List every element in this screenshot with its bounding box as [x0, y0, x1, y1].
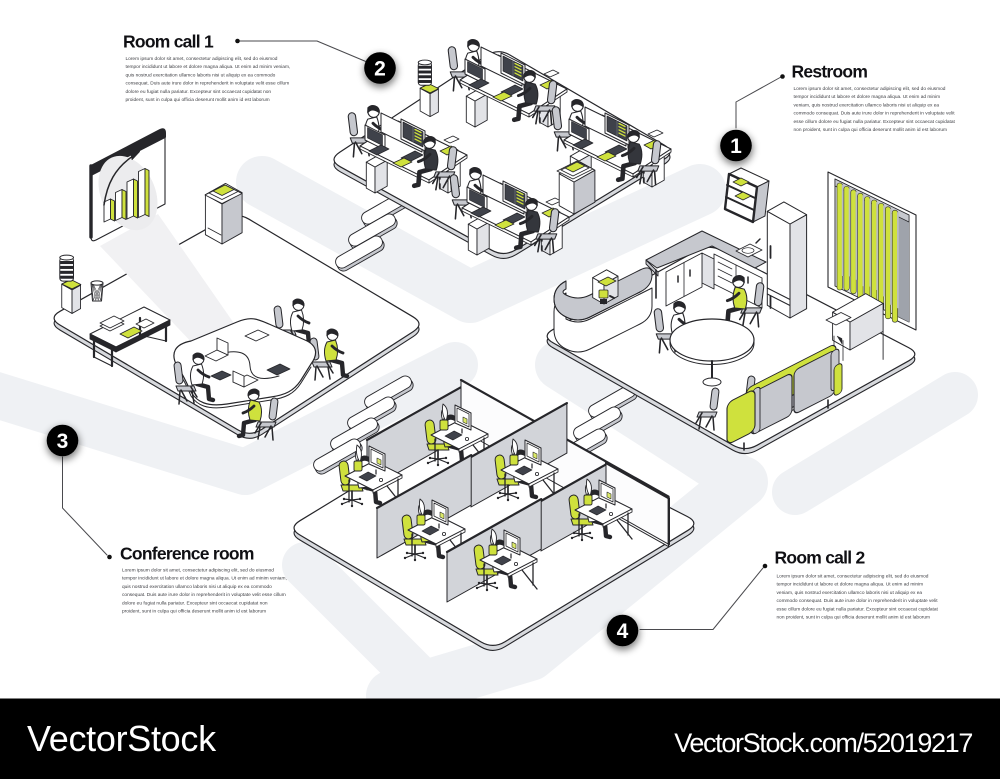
- svg-text:quis nostrud exercitation ulla: quis nostrud exercitation ullamco labori…: [122, 584, 272, 590]
- svg-text:dolore eu fugiat nulla pariatu: dolore eu fugiat nulla pariatur. Excepte…: [126, 89, 272, 95]
- svg-text:consequat. Duis aute irure dol: consequat. Duis aute irure dolor in repr…: [126, 81, 290, 87]
- svg-text:quis nostrud exercitation ulla: quis nostrud exercitation ullamco labori…: [126, 72, 276, 78]
- svg-text:tempor incididunt ut labore et: tempor incididunt ut labore et dolore ma…: [794, 94, 941, 100]
- svg-text:2: 2: [374, 58, 386, 81]
- svg-text:non proident, sunt in culpa qu: non proident, sunt in culpa qui officia …: [777, 615, 931, 621]
- svg-text:tempor incididunt ut labore et: tempor incididunt ut labore et dolore ma…: [126, 64, 291, 70]
- svg-text:tempor incididunt ut labore et: tempor incididunt ut labore et dolore ma…: [777, 582, 924, 588]
- svg-text:Lorem ipsum dolor sit amet, co: Lorem ipsum dolor sit amet, consectetur …: [777, 574, 929, 580]
- svg-text:VectorStock.com/52019217: VectorStock.com/52019217: [674, 728, 972, 758]
- svg-text:Room call 2: Room call 2: [775, 548, 866, 568]
- svg-text:dolore eu fugiat nulla pariatu: dolore eu fugiat nulla pariatur. Excepte…: [122, 600, 268, 606]
- svg-text:non proident, sunt in culpa qu: non proident, sunt in culpa qui officia …: [794, 127, 948, 133]
- svg-text:esse cillum dolore eu fugiat n: esse cillum dolore eu fugiat nulla paria…: [777, 606, 939, 612]
- svg-text:proident, sunt in culpa qui of: proident, sunt in culpa qui officia dese…: [126, 97, 270, 103]
- svg-text:esse cillum dolore eu fugiat n: esse cillum dolore eu fugiat nulla paria…: [794, 119, 956, 125]
- svg-text:proident, sunt in culpa qui of: proident, sunt in culpa qui officia dese…: [122, 609, 266, 615]
- svg-text:1: 1: [730, 135, 742, 158]
- svg-text:tempor incididunt ut labore et: tempor incididunt ut labore et dolore ma…: [122, 576, 287, 582]
- svg-text:Lorem ipsum dolor sit amet, co: Lorem ipsum dolor sit amet, consectetur …: [794, 86, 946, 92]
- svg-text:commodo consequat. Duis aute i: commodo consequat. Duis aute irure dolor…: [794, 111, 956, 117]
- svg-text:4: 4: [617, 620, 629, 643]
- svg-text:Lorem ipsum dolor sit amet, co: Lorem ipsum dolor sit amet, consectetur …: [122, 568, 274, 574]
- svg-text:Lorem ipsum dolor sit amet, co: Lorem ipsum dolor sit amet, consectetur …: [126, 56, 278, 62]
- svg-text:veniam, quis nostrud exercitat: veniam, quis nostrud exercitation ullamc…: [777, 590, 923, 596]
- svg-text:Room call 1: Room call 1: [123, 32, 214, 52]
- svg-text:consequat. Duis aute irure dol: consequat. Duis aute irure dolor in repr…: [122, 592, 286, 598]
- svg-text:Conference room: Conference room: [120, 544, 254, 564]
- svg-text:3: 3: [57, 430, 69, 453]
- svg-text:veniam, quis nostrud exercitat: veniam, quis nostrud exercitation ullamc…: [794, 102, 940, 108]
- svg-text:VectorStock: VectorStock: [27, 718, 217, 759]
- svg-text:Restroom: Restroom: [792, 62, 868, 82]
- svg-text:commodo consequat. Duis aute i: commodo consequat. Duis aute irure dolor…: [777, 598, 939, 604]
